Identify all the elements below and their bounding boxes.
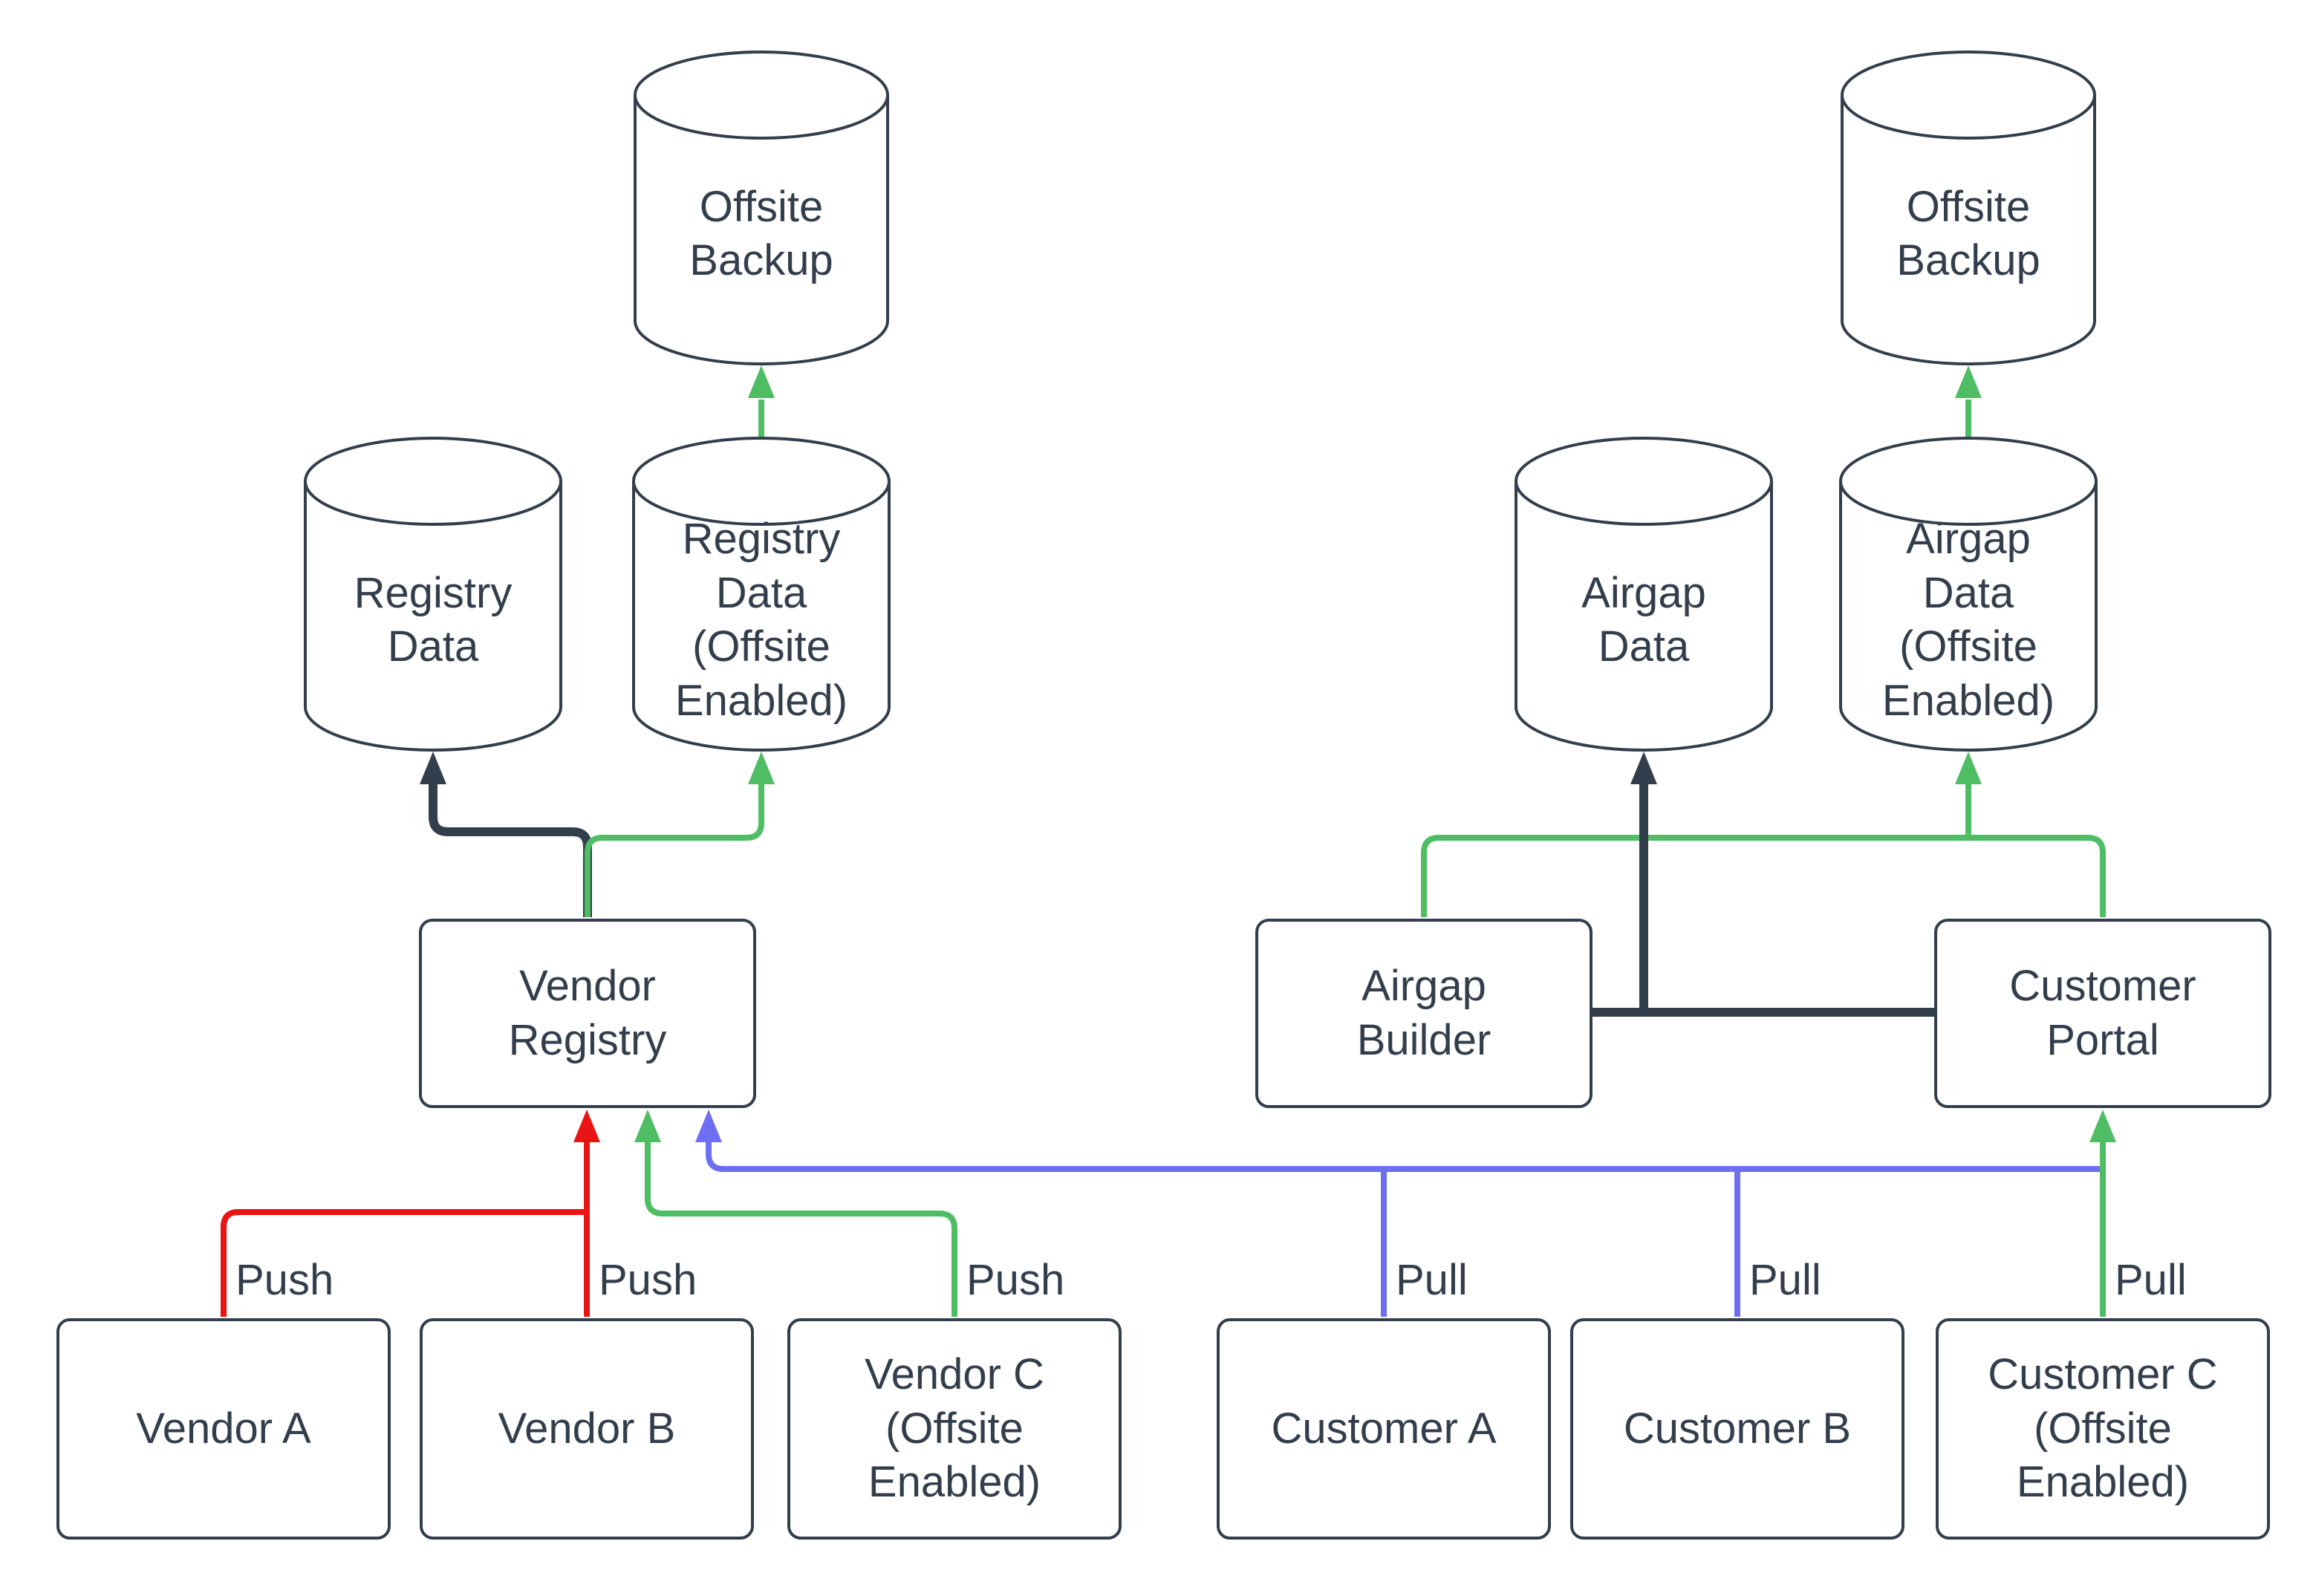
push-label-vendor-a: Push [235,1256,334,1304]
airgap-data-label: Airgap Data [1581,568,1706,671]
vendor-b-label: Vendor B [498,1404,676,1453]
registry-data-offsite-cylinder [632,437,891,752]
airgap-data-label-area: Airgap Data [1516,498,1772,743]
registry-data-offsite-label-area: Registry Data (Offsite Enabled) [634,498,889,743]
customer-c-label: Customer C (Offsite Enabled) [1988,1350,2218,1507]
airgap-builder-node: Airgap Builder [1255,919,1593,1108]
airgap-data-offsite-label: Airgap Data (Offsite Enabled) [1881,515,2055,725]
airgap-data-cylinder [1515,437,1773,752]
airgap-data-offsite-label-area: Airgap Data (Offsite Enabled) [1841,498,2096,743]
registry-data-offsite-label: Registry Data (Offsite Enabled) [674,515,848,725]
offsite-backup-left-label: Offsite Backup [689,182,833,285]
push-label-vendor-c: Push [966,1256,1065,1304]
airgap-builder-label: Airgap Builder [1356,962,1491,1064]
vendor-a-node: Vendor A [56,1318,391,1540]
airgap-data-offsite-cylinder [1839,437,2098,752]
offsite-backup-right-label-area: Offsite Backup [1842,111,2095,356]
push-label-vendor-b: Push [599,1256,697,1304]
offsite-backup-left-cylinder [634,51,889,365]
customer-portal-label: Customer Portal [2009,962,2196,1064]
customer-b-node: Customer B [1570,1318,1904,1540]
customer-portal-node: Customer Portal [1934,919,2271,1108]
customer-a-label: Customer A [1271,1404,1497,1453]
offsite-backup-right-cylinder [1841,51,2096,365]
customer-b-label: Customer B [1623,1404,1852,1453]
offsite-backup-right-label: Offsite Backup [1896,182,2040,285]
vendor-registry-label: Vendor Registry [508,962,667,1064]
registry-data-label-area: Registry Data [305,498,561,743]
registry-data-label: Registry Data [354,568,513,671]
customer-c-node: Customer C (Offsite Enabled) [1936,1318,2270,1540]
pull-label-customer-a: Pull [1396,1256,1468,1304]
customer-a-node: Customer A [1217,1318,1551,1540]
vendor-registry-node: Vendor Registry [419,919,756,1108]
vendor-c-node: Vendor C (Offsite Enabled) [787,1318,1122,1540]
pull-label-customer-b: Pull [1749,1256,1821,1304]
vendor-c-label: Vendor C (Offsite Enabled) [865,1350,1044,1507]
registry-data-cylinder [304,437,562,752]
vendor-b-node: Vendor B [420,1318,754,1540]
offsite-backup-left-label-area: Offsite Backup [635,111,888,356]
vendor-a-label: Vendor A [136,1404,311,1453]
pull-label-customer-c: Pull [2115,1256,2187,1304]
